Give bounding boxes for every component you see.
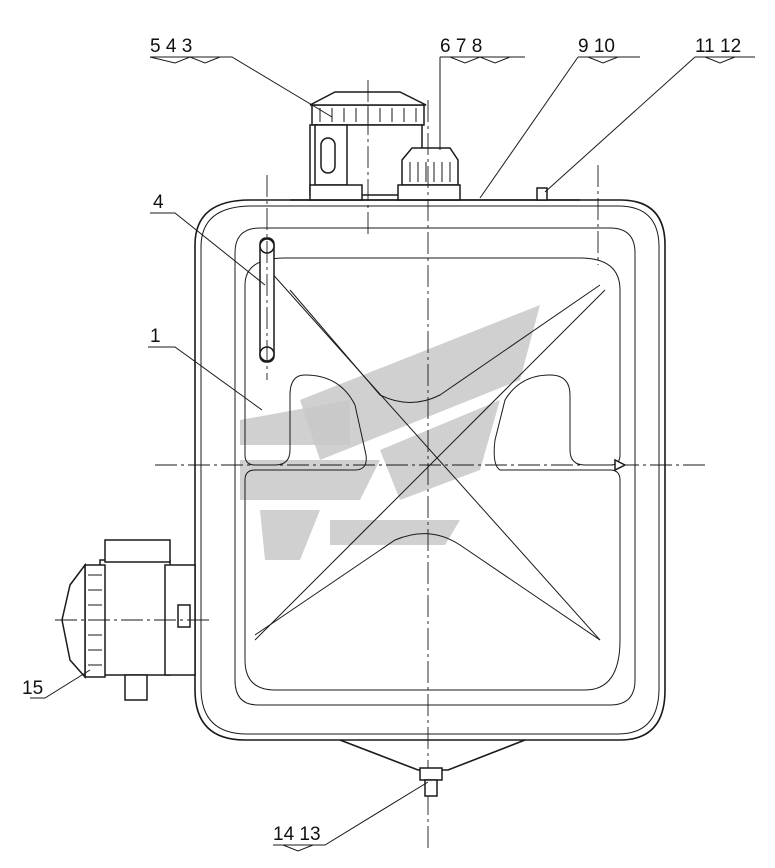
callout-4: 4 <box>153 192 164 213</box>
leader-lines <box>30 56 755 852</box>
vent-bolt <box>536 165 599 265</box>
callout-11-12: 11 12 <box>695 36 741 57</box>
arrow-marker <box>614 458 627 472</box>
filler-cap-assembly <box>309 80 427 236</box>
drain-plug <box>419 767 443 797</box>
callout-6-7-8: 6 7 8 <box>440 36 482 57</box>
watermark-logo <box>240 305 540 560</box>
callout-1: 1 <box>150 326 161 347</box>
callout-9-10: 9 10 <box>578 36 615 57</box>
callout-14-13: 14 13 <box>273 824 321 845</box>
level-gauge <box>259 175 275 380</box>
callout-5-4-3: 5 4 3 <box>150 36 192 57</box>
tank-body <box>194 199 666 771</box>
side-filter-assembly <box>55 539 212 701</box>
breather-cap <box>397 147 461 201</box>
callout-15: 15 <box>22 678 43 699</box>
